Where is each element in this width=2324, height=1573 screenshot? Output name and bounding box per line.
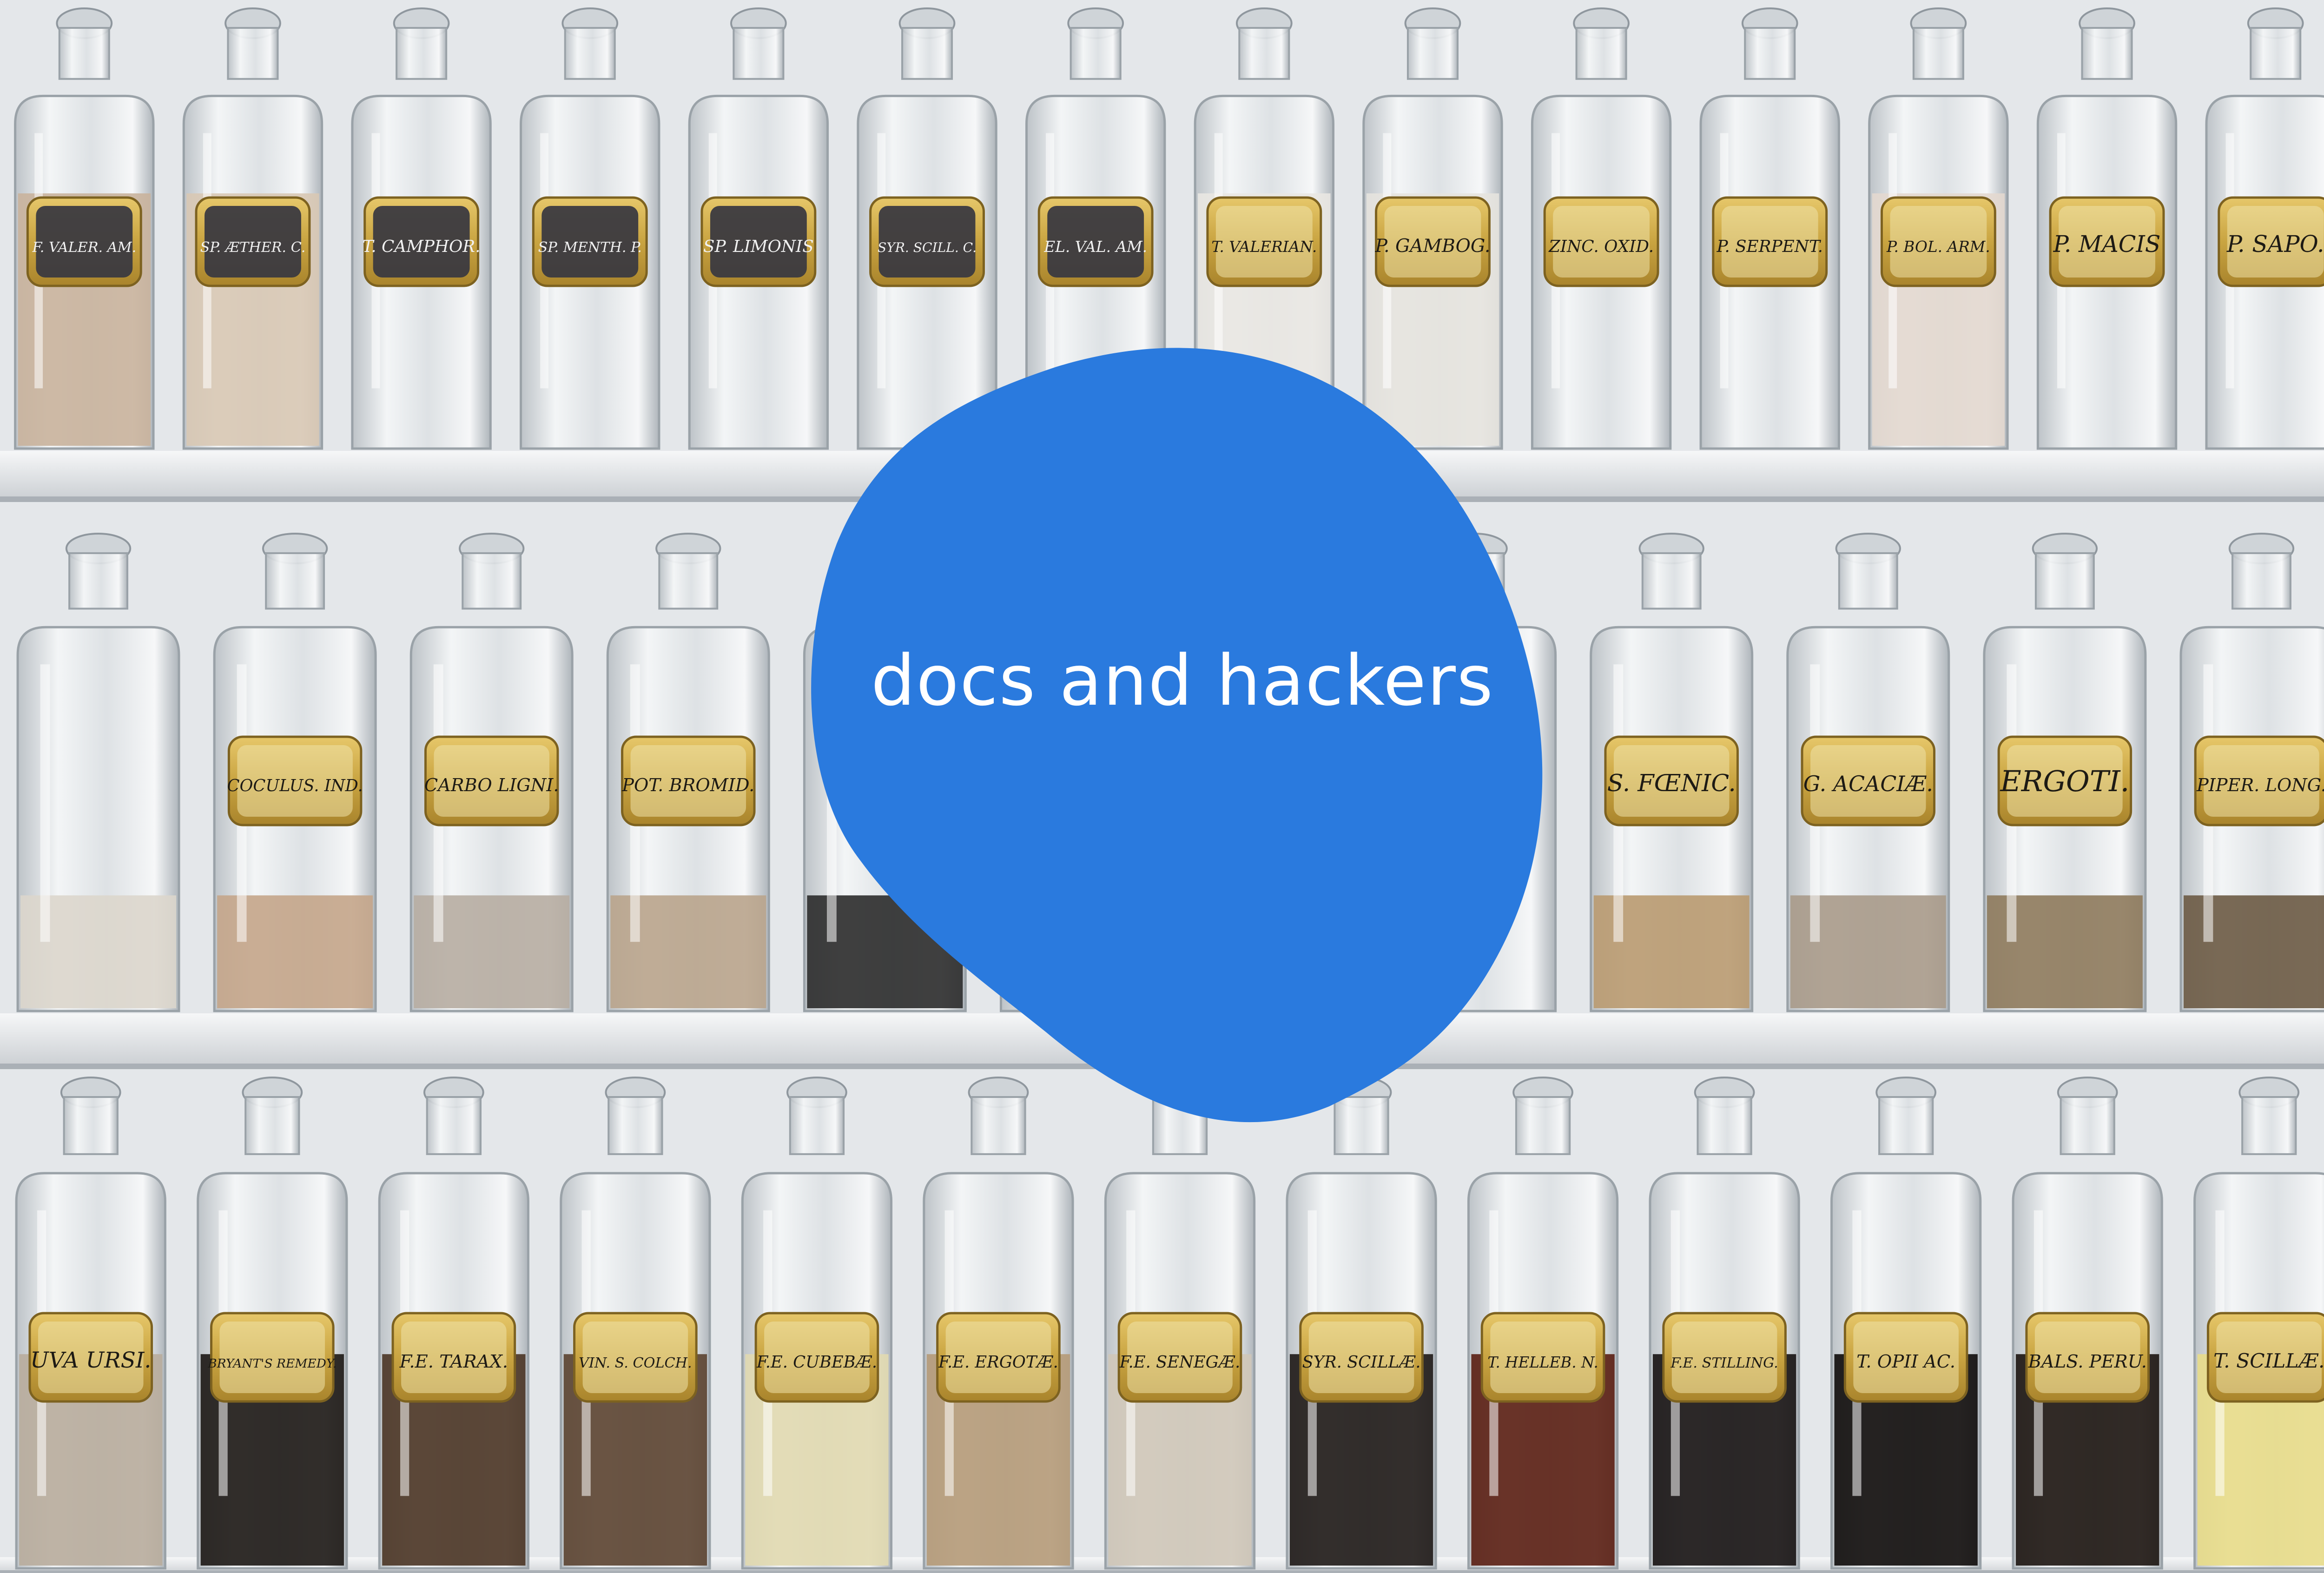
bottle: SYR. SCILLÆ. [1286, 1077, 1437, 1570]
bottle-label-text: SP. MENTH. P. [538, 239, 642, 256]
bottle: F.E. CUBEBÆ. [741, 1077, 893, 1570]
bottle: S. FŒNIC. [1590, 533, 1754, 1012]
bottle: POT. BROMID. [606, 533, 770, 1012]
bottle: BALS. PERU. [2012, 1077, 2163, 1570]
bottle: F.E. ERGOTÆ. [923, 1077, 1074, 1570]
bottle-label-text: T. HELLEB. N. [1487, 1354, 1598, 1371]
bottle: F.E. STILLING. [1649, 1077, 1800, 1570]
bottle-label-text: F.E. TARAX. [399, 1351, 508, 1372]
bottle-label-text: ERGOTI. [2000, 764, 2129, 798]
bottle: SP. ÆTHER. C. [182, 7, 324, 450]
bottle: P. MACIS [2036, 7, 2178, 450]
shelf-shadow [0, 1570, 2324, 1573]
bottle-label-text: P. SERPENT. [1717, 237, 1823, 256]
bottle-label-text: F.E. CUBEBÆ. [756, 1353, 877, 1372]
bottle: CARBO LIGNI. [409, 533, 574, 1012]
bottle: T. CAMPHOR. [351, 7, 492, 450]
bottle-label-text: SP. LIMONIS [703, 237, 814, 256]
bottle: P. GAMBOG. [1362, 7, 1503, 450]
bottle-label-text: BALS. PERU. [2028, 1351, 2147, 1372]
bottle-label-text: EL. VAL. AM. [1043, 238, 1147, 256]
bottle-label-text: T. VALERIAN. [1211, 238, 1317, 256]
bottle: P. SERPENT. [1699, 7, 1840, 450]
bottle-label-text: SP. ÆTHER. C. [200, 239, 306, 256]
bottle: SYR. SCILL. C. [857, 7, 997, 450]
bottle-label-text: F. VALER. AM. [32, 239, 136, 256]
bottle-label-text: COCULUS. IND. [227, 776, 363, 795]
bottle-label-text: S. FŒNIC. [1607, 770, 1736, 797]
bottle: ZINC. OXID. [1531, 7, 1672, 450]
bottle-label-text: F.E. SENEGÆ. [1119, 1353, 1241, 1372]
bottle-label-text: T. CAMPHOR. [363, 237, 481, 256]
bottle [16, 533, 180, 1012]
overlay-title: docs and hackers [871, 641, 1494, 721]
bottle: EL. VAL. AM. [1025, 7, 1166, 450]
bottle: T. HELLEB. N. [1467, 1077, 1619, 1570]
bottle-label-text: SYR. SCILLÆ. [1302, 1353, 1421, 1372]
bottle: P. BOL. ARM. [1868, 7, 2009, 450]
bottle-label-text: T. OPII AC. [1856, 1351, 1955, 1372]
bottle: P. SAPO. [2205, 7, 2324, 450]
bottle-label-text: P. SAPO. [2226, 231, 2324, 258]
bottle-label-text: P. MACIS [2053, 231, 2161, 258]
bottle: F.E. TARAX. [378, 1077, 529, 1570]
bottle-label-text: POT. BROMID. [621, 775, 754, 796]
blob-shape [811, 348, 1543, 1123]
bottle-label-text: P. GAMBOG. [1375, 236, 1491, 257]
bottle-label-text: SYR. SCILL. C. [878, 240, 977, 255]
bottle-label-text: G. ACACIÆ. [1803, 771, 1933, 796]
bottle: T. OPII AC. [1830, 1077, 1982, 1570]
bottle-label-text: ZINC. OXID. [1548, 237, 1654, 256]
bottle: SP. MENTH. P. [520, 7, 660, 450]
bottle-label-text: PIPER. LONG. [2196, 775, 2324, 796]
bottle: PIPER. LONG. [2179, 533, 2324, 1012]
bottle: SP. LIMONIS [688, 7, 829, 450]
bottle: ERGOTI. [1983, 533, 2147, 1012]
bottle: BRYANT'S REMEDY. [197, 1077, 348, 1570]
bottle: F. VALER. AM. [14, 7, 155, 450]
bottle: VIN. S. COLCH. [560, 1077, 711, 1570]
bottle-label-text: BRYANT'S REMEDY. [207, 1356, 337, 1371]
bottle: G. ACACIÆ. [1786, 533, 1950, 1012]
bottle: T. SCILLÆ. [2193, 1077, 2324, 1570]
bottle: COCULUS. IND. [213, 533, 377, 1012]
bottle-label-text: P. BOL. ARM. [1886, 238, 1990, 256]
bottle-label-text: F.E. STILLING. [1670, 1355, 1778, 1371]
bottle-label-text: F.E. ERGOTÆ. [938, 1353, 1058, 1372]
bottle-label-text: CARBO LIGNI. [424, 775, 559, 796]
bottle-label-text: T. SCILLÆ. [2213, 1349, 2324, 1372]
bottle-label-text: UVA URSI. [30, 1348, 151, 1373]
bottle: UVA URSI. [15, 1077, 166, 1570]
bottle-label-text: VIN. S. COLCH. [579, 1355, 692, 1371]
